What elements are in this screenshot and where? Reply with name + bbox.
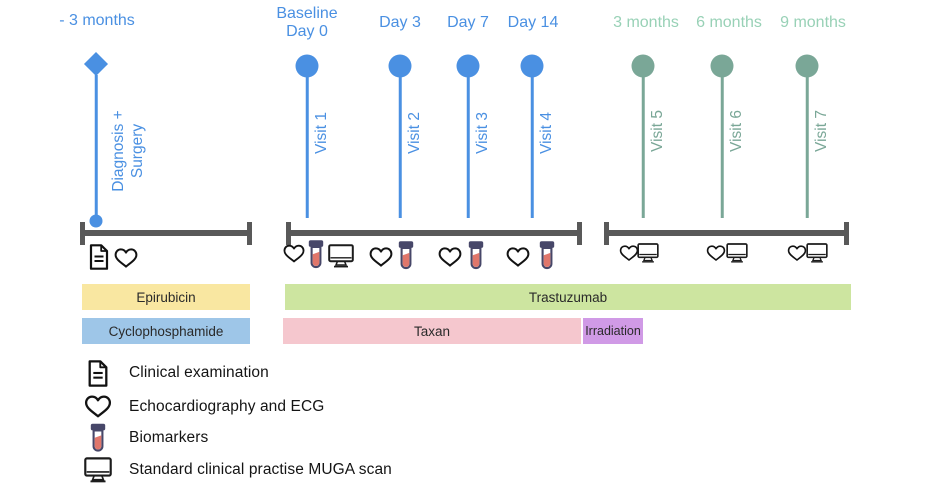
- visit5-marker: [631, 54, 655, 78]
- legend-item-clinical-examination: Clinical examination: [82, 358, 269, 388]
- visit3-marker: [456, 54, 480, 78]
- visit6-label: Visit 6: [728, 110, 745, 152]
- legend-label: Echocardiography and ECG: [129, 398, 325, 415]
- monitor-icon: [726, 243, 748, 263]
- heart-icon: [114, 248, 138, 269]
- monitor-icon: [637, 243, 659, 263]
- visit7-stem: [805, 77, 809, 218]
- visit6-marker: [710, 54, 734, 78]
- visit3-label: Visit 3: [474, 112, 491, 154]
- bracket-follow-up-phase: [604, 222, 849, 245]
- visit5-label: Visit 5: [649, 110, 666, 152]
- visit4-label: Visit 4: [538, 112, 555, 154]
- document-icon: [89, 244, 109, 270]
- time-label-day14: Day 14: [507, 14, 559, 31]
- visit4-stem: [530, 77, 534, 218]
- visit2-marker: [388, 54, 412, 78]
- treatment-bar-trastuzumab: Trastuzumab: [285, 284, 851, 310]
- legend-item-echocardiography-ecg: Echocardiography and ECG: [82, 392, 324, 422]
- heart-icon: [506, 247, 530, 268]
- heart-icon: [82, 395, 114, 419]
- heart-icon: [706, 245, 726, 262]
- visit1-label: Visit 1: [313, 112, 330, 154]
- monitor-icon: [806, 243, 828, 263]
- legend-item-biomarkers: Biomarkers: [82, 423, 208, 453]
- test-tube-icon: [308, 239, 324, 270]
- legend-label: Clinical examination: [129, 364, 269, 381]
- time-label-minus-3-months: - 3 months: [59, 12, 135, 29]
- monitor-icon: [82, 457, 114, 483]
- test-tube-icon: [539, 240, 555, 271]
- time-label-line: Baseline: [276, 5, 338, 22]
- treatment-bar-taxan: Taxan: [283, 318, 581, 344]
- treatment-bar-epirubicin: Epirubicin: [82, 284, 250, 310]
- milestone-stem: [94, 75, 98, 215]
- visit3-stem: [466, 77, 470, 218]
- legend-label: Standard clinical practise MUGA scan: [129, 461, 392, 478]
- milestone-label-line: Diagnosis +: [110, 110, 127, 192]
- heart-icon: [369, 247, 393, 268]
- heart-icon: [283, 244, 305, 264]
- bracket-pre-treatment: [80, 222, 252, 245]
- monitor-icon: [328, 244, 354, 268]
- bracket-end-cap: [247, 222, 252, 245]
- bracket-treatment-phase: [286, 222, 582, 245]
- document-icon: [82, 360, 114, 387]
- visit1-marker: [295, 54, 319, 78]
- bracket-bar: [604, 230, 849, 236]
- time-label-9months: 9 months: [780, 14, 846, 31]
- test-tube-icon: [398, 240, 414, 271]
- treatment-bar-cyclophosphamide: Cyclophosphamide: [82, 318, 250, 344]
- bracket-end-cap: [844, 222, 849, 245]
- legend-label: Biomarkers: [129, 429, 209, 446]
- visit7-label: Visit 7: [813, 110, 830, 152]
- legend-item-muga-scan: Standard clinical practise MUGA scan: [82, 455, 392, 485]
- visit2-label: Visit 2: [406, 112, 423, 154]
- heart-icon: [438, 247, 462, 268]
- milestone-diamond-marker: [83, 51, 109, 77]
- bracket-bar: [286, 230, 582, 236]
- time-label-day7: Day 7: [447, 14, 489, 31]
- time-label-baseline-day0: Baseline Day 0: [276, 5, 337, 41]
- test-tube-icon: [468, 240, 484, 271]
- visit5-stem: [641, 77, 645, 218]
- milestone-label-diagnosis-surgery: Diagnosis + Surgery: [109, 110, 147, 191]
- bracket-end-cap: [577, 222, 582, 245]
- visit2-stem: [398, 77, 402, 218]
- visit7-marker: [795, 54, 819, 78]
- milestone-label-line: Surgery: [129, 123, 146, 179]
- visit4-marker: [520, 54, 544, 78]
- heart-icon: [787, 245, 807, 262]
- treatment-bar-irradiation: Irradiation: [583, 318, 643, 344]
- heart-icon: [619, 245, 639, 262]
- visit1-stem: [305, 77, 309, 218]
- time-label-line: Day 0: [286, 23, 328, 40]
- time-label-day3: Day 3: [379, 14, 421, 31]
- milestone-endpoint-dot: [89, 214, 103, 228]
- test-tube-icon: [82, 423, 114, 453]
- visit6-stem: [720, 77, 724, 218]
- bracket-bar: [80, 230, 252, 236]
- time-label-6months: 6 months: [696, 14, 762, 31]
- time-label-3months: 3 months: [613, 14, 679, 31]
